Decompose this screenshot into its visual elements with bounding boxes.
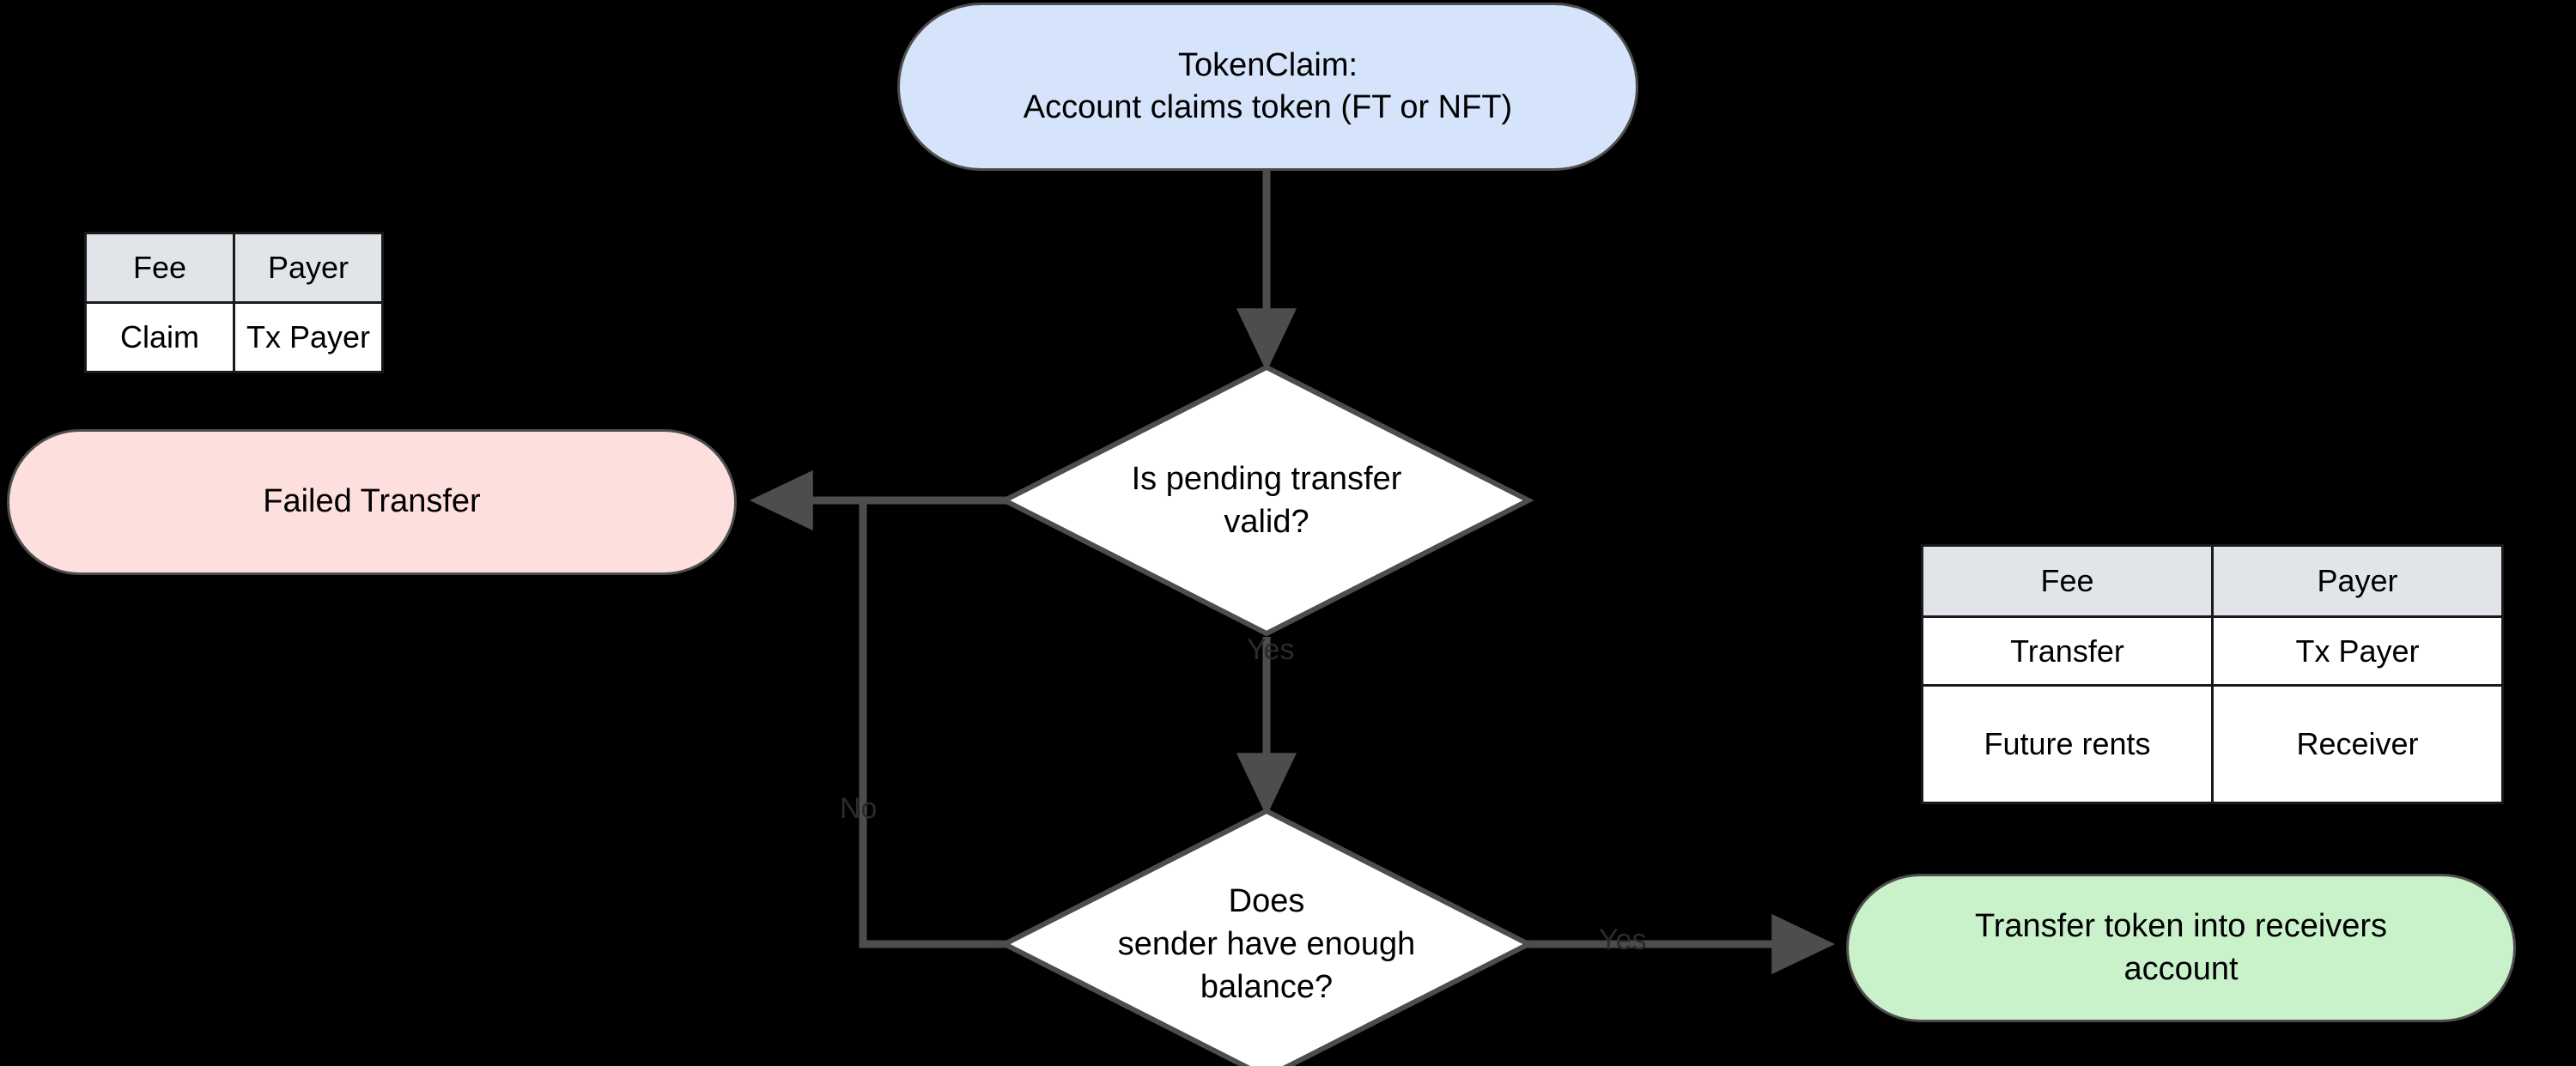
column-header-payer: Payer (2211, 544, 2504, 618)
table-row: Transfer Tx Payer (1921, 615, 2504, 687)
node-token-claim[interactable]: TokenClaim: Account claims token (FT or … (897, 3, 1638, 171)
node-failed-transfer[interactable]: Failed Transfer (7, 429, 737, 575)
cell-payer: Receiver (2211, 684, 2504, 804)
cell-payer: Tx Payer (233, 301, 384, 373)
cell-fee: Future rents (1921, 684, 2214, 804)
edge-balance-no (859, 500, 1016, 948)
column-header-payer: Payer (233, 232, 384, 304)
decision-enough-balance (999, 808, 1534, 1066)
cell-payer: Tx Payer (2211, 615, 2504, 687)
node-failed-transfer-label: Failed Transfer (263, 483, 481, 520)
fee-table-transfer: Fee Payer Transfer Tx Payer Future rents… (1921, 544, 2504, 804)
table-row: Claim Tx Payer (84, 301, 384, 373)
edge-label-yes-valid: Yes (1247, 633, 1295, 666)
column-header-fee: Fee (1921, 544, 2214, 618)
column-header-fee: Fee (84, 232, 235, 304)
node-transfer-token-label: Transfer token into receivers account (1974, 908, 2388, 987)
node-token-claim-label: TokenClaim: Account claims token (FT or … (1023, 46, 1513, 125)
edge-label-no: No (840, 792, 878, 825)
cell-fee: Claim (84, 301, 235, 373)
table-header-row: Fee Payer (1921, 544, 2504, 618)
table-row: Future rents Receiver (1921, 684, 2504, 804)
cell-fee: Transfer (1921, 615, 2214, 687)
decision-pending-transfer-valid (999, 364, 1534, 637)
table-header-row: Fee Payer (84, 232, 384, 304)
node-transfer-token[interactable]: Transfer token into receivers account (1846, 874, 2516, 1022)
fee-table-claim: Fee Payer Claim Tx Payer (84, 232, 384, 373)
edge-label-yes-balance: Yes (1599, 924, 1647, 956)
